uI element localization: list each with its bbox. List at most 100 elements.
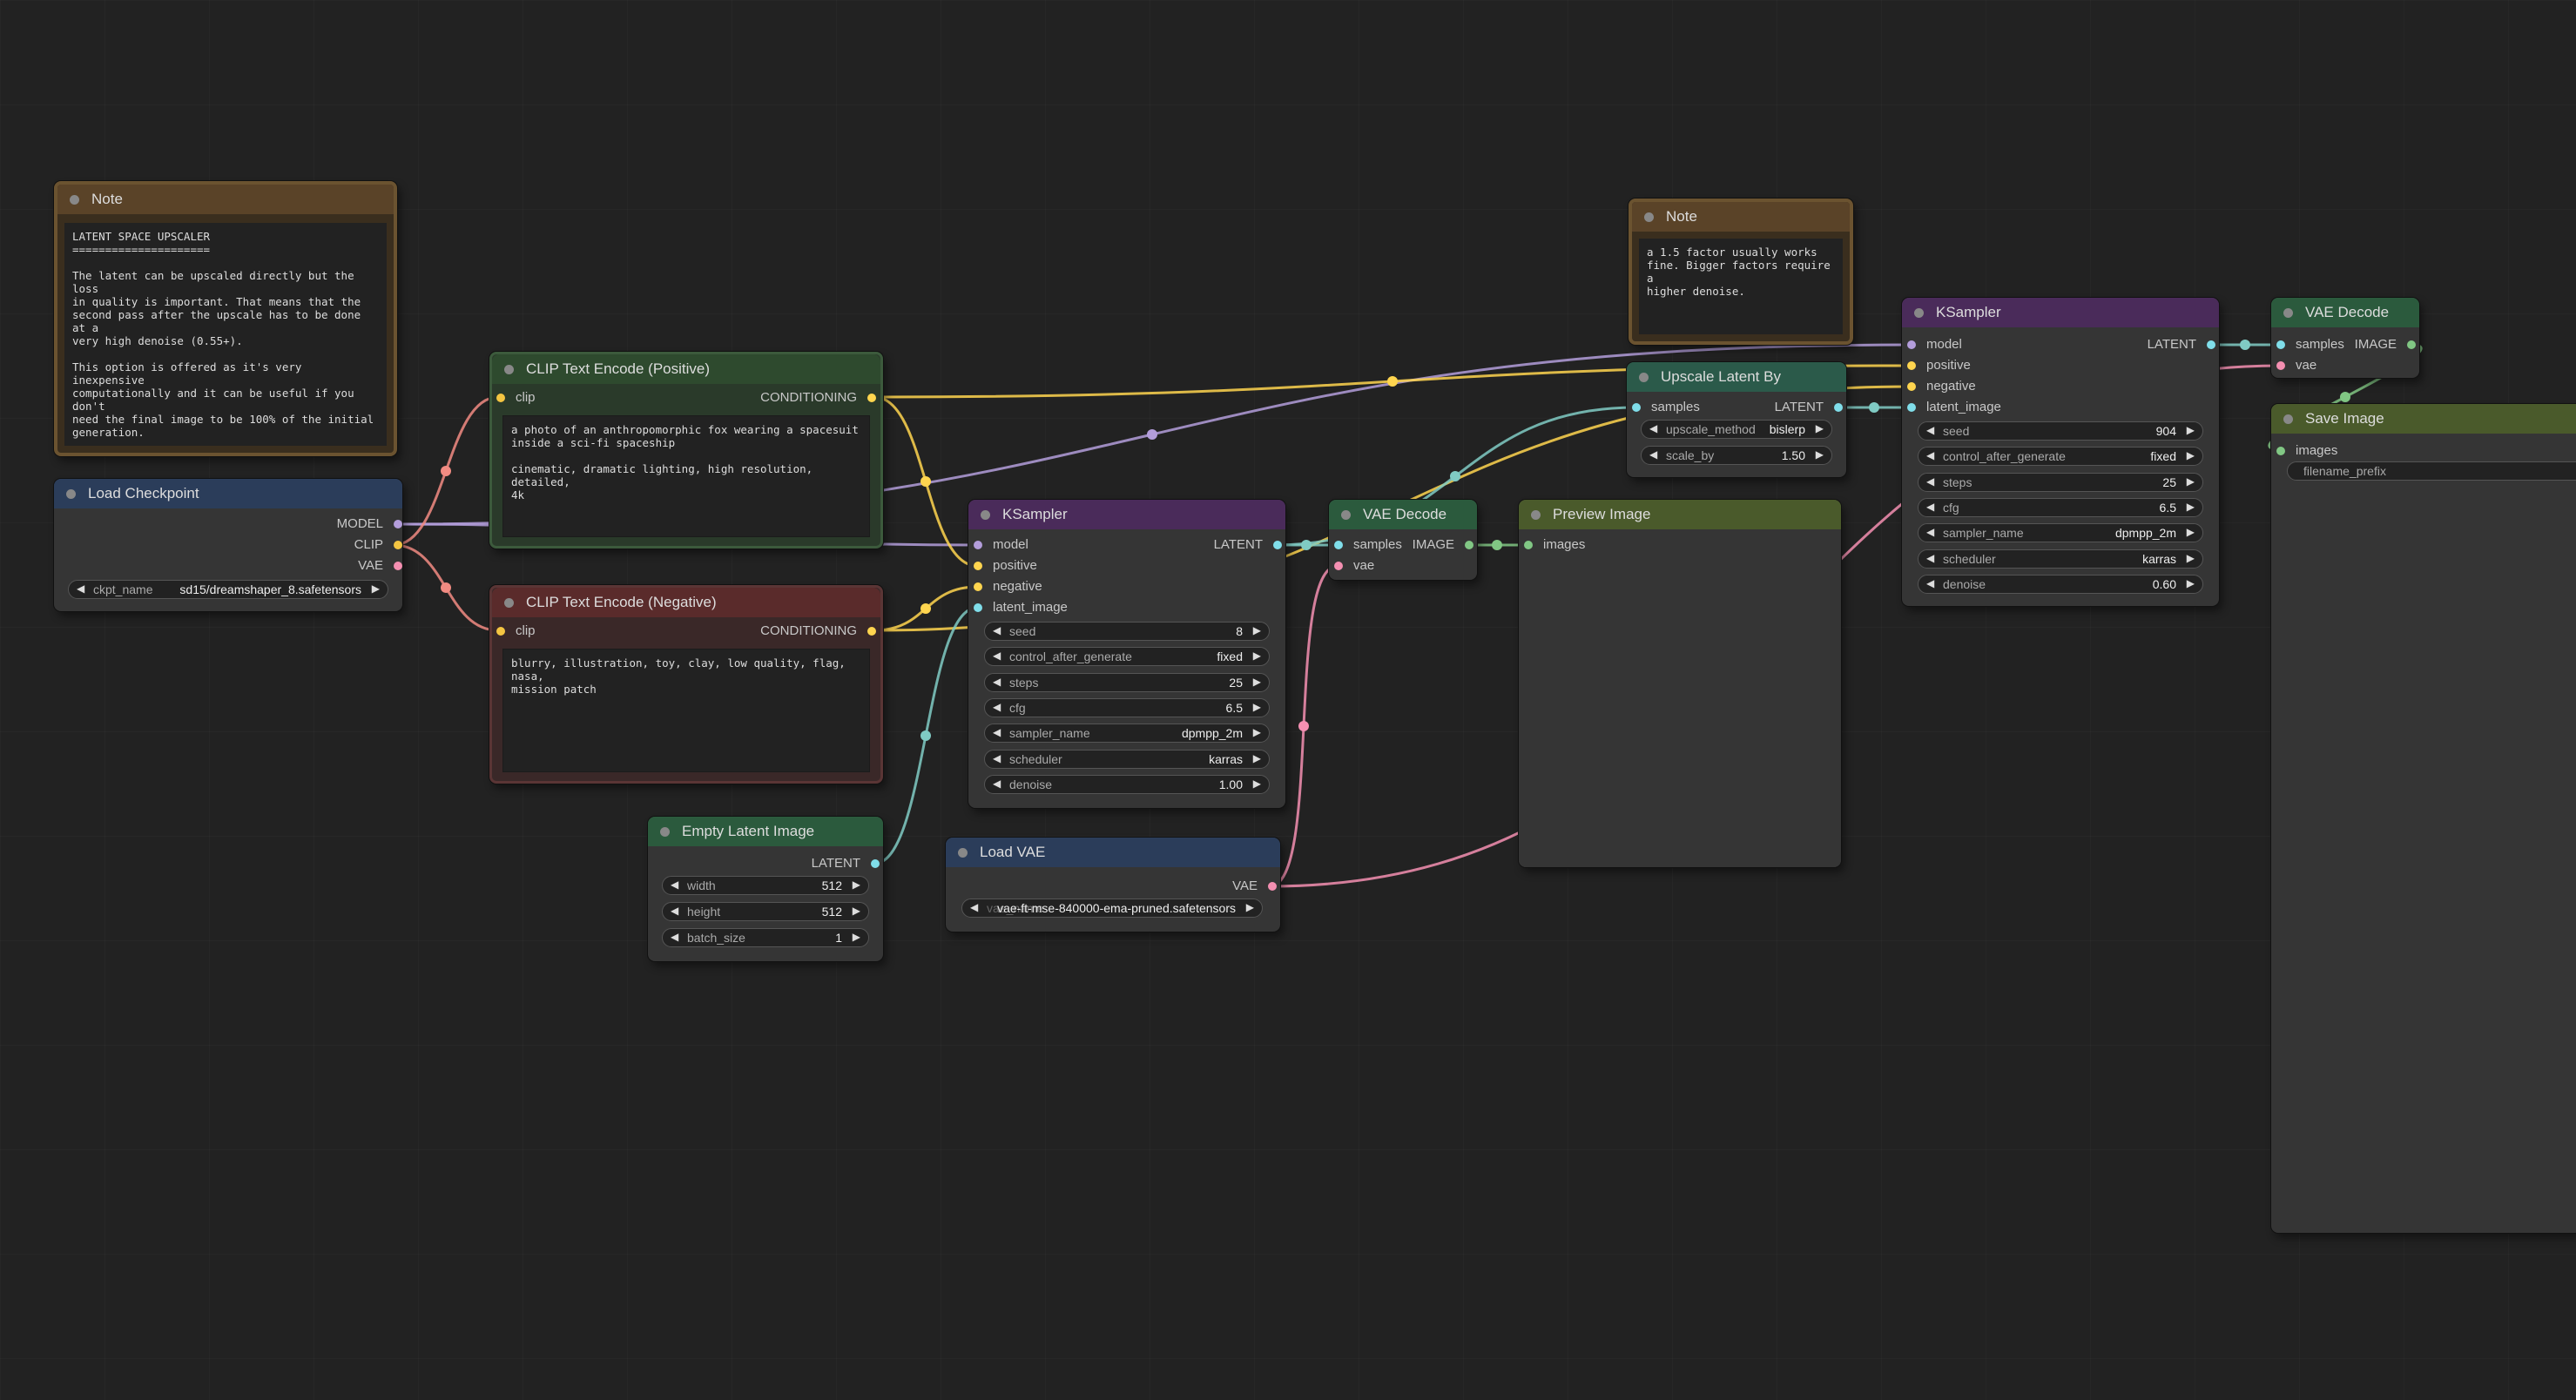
node-header[interactable]: Empty Latent Image	[648, 817, 883, 846]
input-vae[interactable]: vae	[1334, 557, 1374, 575]
collapse-dot-icon[interactable]	[660, 826, 670, 837]
vae-pin-icon[interactable]	[2276, 361, 2285, 370]
arrow-right-icon[interactable]: ▶	[1252, 777, 1261, 790]
vae-pin-icon[interactable]	[1268, 882, 1277, 891]
width-widget[interactable]: ◀ width 512 ▶	[662, 876, 869, 895]
collapse-dot-icon[interactable]	[1914, 307, 1924, 318]
node-header[interactable]: VAE Decode	[2271, 298, 2419, 327]
model-pin-icon[interactable]	[394, 520, 402, 528]
latent-pin-icon[interactable]	[1834, 403, 1843, 412]
collapse-dot-icon[interactable]	[504, 597, 514, 608]
arrow-left-icon[interactable]: ◀	[1926, 526, 1935, 539]
collapse-dot-icon[interactable]	[958, 847, 968, 858]
image-pin-icon[interactable]	[1524, 541, 1533, 549]
arrow-left-icon[interactable]: ◀	[1926, 475, 1935, 488]
conditioning-pin-icon[interactable]	[867, 394, 876, 402]
collapse-dot-icon[interactable]	[1644, 212, 1654, 222]
arrow-right-icon[interactable]: ▶	[1252, 624, 1261, 636]
input-latent-image[interactable]: latent_image	[974, 599, 1068, 616]
arrow-left-icon[interactable]: ◀	[993, 650, 1001, 663]
arrow-left-icon[interactable]: ◀	[1649, 422, 1658, 434]
input-samples[interactable]: samples	[2276, 336, 2344, 353]
ksampler-node-first-pass[interactable]: KSampler model LATENT positive negative …	[968, 500, 1285, 808]
image-pin-icon[interactable]	[2276, 447, 2285, 455]
output-clip[interactable]: CLIP	[354, 536, 402, 554]
input-negative[interactable]: negative	[974, 578, 1042, 596]
note-node-scale-factor[interactable]: Note a 1.5 factor usually works fine. Bi…	[1629, 199, 1853, 345]
node-header[interactable]: KSampler	[1902, 298, 2219, 327]
node-header[interactable]: Save Image	[2271, 404, 2576, 434]
arrow-left-icon[interactable]: ◀	[1926, 449, 1935, 462]
node-header[interactable]: Load Checkpoint	[54, 479, 402, 508]
arrow-right-icon[interactable]: ▶	[2186, 424, 2195, 436]
arrow-right-icon[interactable]: ▶	[1252, 751, 1261, 764]
model-pin-icon[interactable]	[1907, 340, 1916, 349]
conditioning-pin-icon[interactable]	[974, 562, 982, 570]
arrow-right-icon[interactable]: ▶	[1815, 448, 1824, 461]
clip-pin-icon[interactable]	[394, 541, 402, 549]
load-vae-node[interactable]: Load VAE VAE ◀ vae_name vae-ft-mse-84000…	[946, 838, 1280, 932]
collapse-dot-icon[interactable]	[70, 194, 79, 205]
node-header[interactable]: VAE Decode	[1329, 500, 1477, 529]
arrow-right-icon[interactable]: ▶	[371, 582, 380, 595]
upscale-latent-by-node[interactable]: Upscale Latent By samples LATENT ◀ upsca…	[1627, 362, 1846, 477]
arrow-left-icon[interactable]: ◀	[993, 675, 1001, 688]
arrow-left-icon[interactable]: ◀	[671, 931, 679, 943]
input-samples[interactable]: samples	[1334, 536, 1402, 554]
output-model[interactable]: MODEL	[337, 515, 402, 533]
ksampler-node-second-pass[interactable]: KSampler model LATENT positive negative …	[1902, 298, 2219, 606]
output-conditioning[interactable]: CONDITIONING	[760, 389, 876, 407]
conditioning-pin-icon[interactable]	[974, 582, 982, 591]
note-node-latent-upscaler[interactable]: Note LATENT SPACE UPSCALER =============…	[54, 181, 397, 456]
note-header[interactable]: Note	[57, 185, 394, 214]
conditioning-pin-icon[interactable]	[1907, 361, 1916, 370]
vae-decode-node-first[interactable]: VAE Decode samples IMAGE vae	[1329, 500, 1477, 580]
input-model[interactable]: model	[974, 536, 1028, 554]
arrow-left-icon[interactable]: ◀	[671, 905, 679, 917]
batch-size-widget[interactable]: ◀ batch_size 1 ▶	[662, 928, 869, 947]
arrow-left-icon[interactable]: ◀	[993, 777, 1001, 790]
latent-pin-icon[interactable]	[1273, 541, 1282, 549]
collapse-dot-icon[interactable]	[66, 488, 76, 499]
node-header[interactable]: Load VAE	[946, 838, 1280, 867]
arrow-left-icon[interactable]: ◀	[1926, 424, 1935, 436]
node-header[interactable]: Upscale Latent By	[1627, 362, 1846, 392]
output-conditioning[interactable]: CONDITIONING	[760, 623, 876, 640]
arrow-right-icon[interactable]: ▶	[2186, 449, 2195, 462]
latent-pin-icon[interactable]	[974, 603, 982, 612]
upscale-method-combo[interactable]: ◀ upscale_method bislerp ▶	[1641, 420, 1832, 439]
input-latent-image[interactable]: latent_image	[1907, 399, 2001, 416]
clip-text-encode-negative-node[interactable]: CLIP Text Encode (Negative) clip CONDITI…	[489, 585, 883, 784]
input-images[interactable]: images	[2276, 442, 2337, 460]
input-samples[interactable]: samples	[1632, 399, 1700, 416]
node-header[interactable]: CLIP Text Encode (Positive)	[492, 354, 880, 384]
input-positive[interactable]: positive	[974, 557, 1037, 575]
arrow-right-icon[interactable]: ▶	[1815, 422, 1824, 434]
arrow-left-icon[interactable]: ◀	[1649, 448, 1658, 461]
ckpt-name-combo[interactable]: ◀ ckpt_name sd15/dreamshaper_8.safetenso…	[68, 580, 388, 599]
vae-decode-node-second[interactable]: VAE Decode samples IMAGE vae	[2271, 298, 2419, 378]
arrow-right-icon[interactable]: ▶	[1252, 726, 1261, 739]
collapse-dot-icon[interactable]	[1531, 509, 1541, 520]
arrow-right-icon[interactable]: ▶	[1252, 675, 1261, 688]
clip-text-encode-positive-node[interactable]: CLIP Text Encode (Positive) clip CONDITI…	[489, 352, 883, 549]
output-latent[interactable]: LATENT	[1214, 536, 1282, 554]
filename-prefix-field[interactable]: filename_prefix	[2287, 461, 2576, 481]
clip-pin-icon[interactable]	[496, 627, 505, 636]
load-checkpoint-node[interactable]: Load Checkpoint MODEL CLIP VAE ◀ ckpt_na…	[54, 479, 402, 611]
arrow-left-icon[interactable]: ◀	[993, 726, 1001, 739]
arrow-right-icon[interactable]: ▶	[2186, 475, 2195, 488]
arrow-right-icon[interactable]: ▶	[1245, 901, 1254, 913]
height-widget[interactable]: ◀ height 512 ▶	[662, 902, 869, 921]
vae-pin-icon[interactable]	[1334, 562, 1343, 570]
collapse-dot-icon[interactable]	[981, 509, 990, 520]
